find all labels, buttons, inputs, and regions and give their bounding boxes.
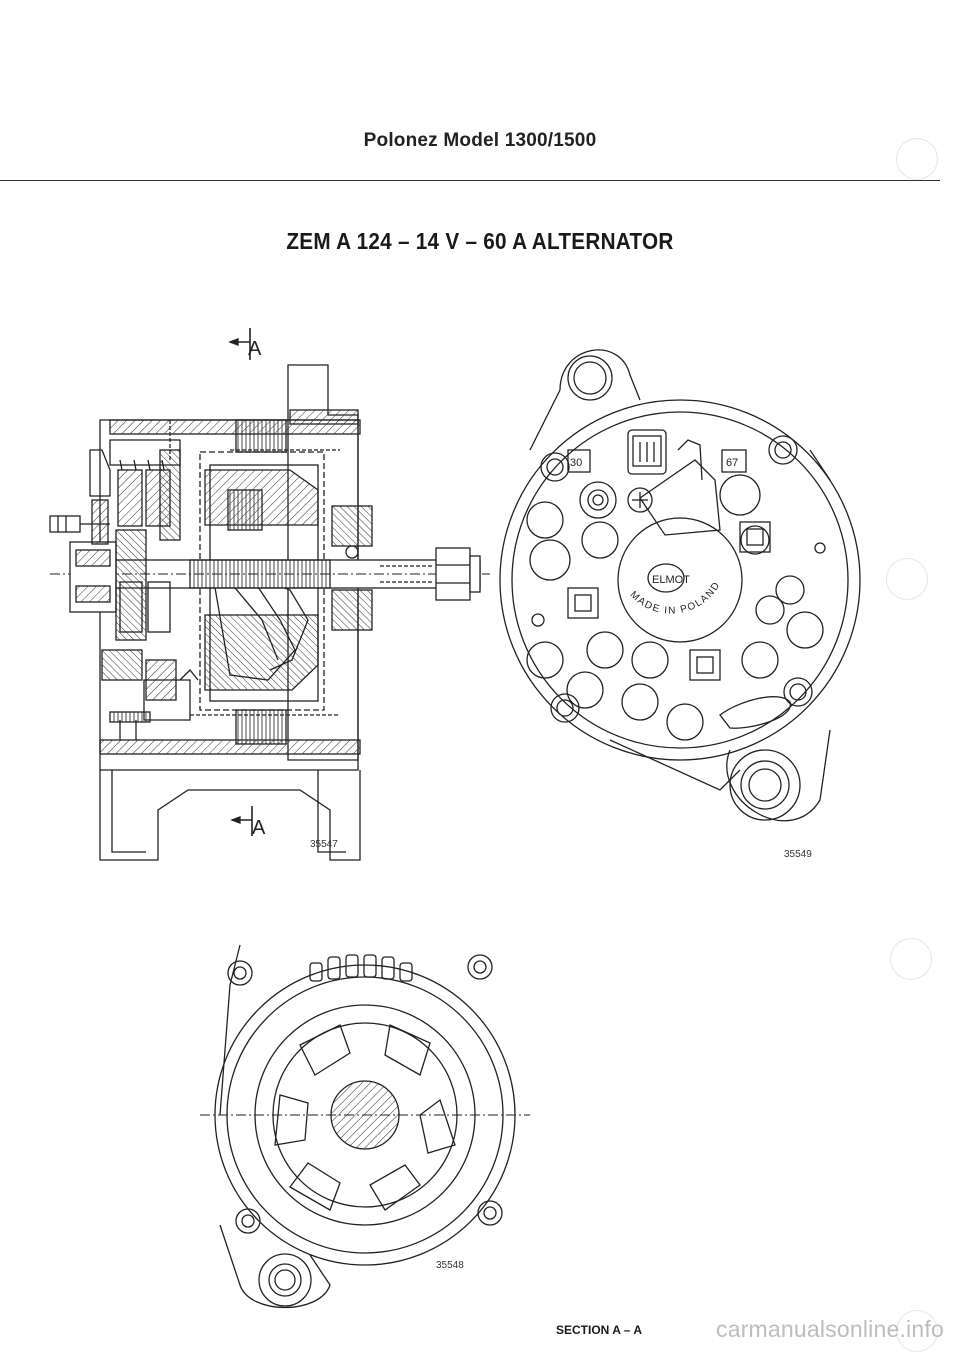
section-label: SECTION A – A xyxy=(556,1323,643,1337)
rear-view-figure: 30 67 ELMOT MADE IN POLAND 35549 xyxy=(499,349,861,860)
brand-label: ELMOT xyxy=(652,574,690,586)
punch-hole-mark xyxy=(896,138,938,180)
terminal-67-label: 67 xyxy=(726,457,738,469)
footer-watermark[interactable]: carmanualsonline.info xyxy=(716,1316,944,1342)
punch-hole-mark xyxy=(890,938,932,980)
punch-hole-mark xyxy=(896,1310,938,1352)
header-rule xyxy=(0,180,940,181)
front-view-figure: 35548 xyxy=(200,944,530,1309)
cut-label-bottom: A xyxy=(252,817,266,839)
section-view-figure-number: 35547 xyxy=(310,839,338,850)
document-title: ZEM A 124 – 14 V – 60 A ALTERNATOR xyxy=(286,228,674,254)
page-header: Polonez Model 1300/1500 xyxy=(363,130,597,151)
cut-label-top: A xyxy=(248,338,262,360)
punch-hole-mark xyxy=(886,558,928,600)
section-view-figure: A A 35547 xyxy=(49,328,490,861)
terminal-30-label: 30 xyxy=(570,457,582,469)
front-view-figure-number: 35548 xyxy=(436,1260,464,1271)
rear-view-figure-number: 35549 xyxy=(784,849,812,860)
